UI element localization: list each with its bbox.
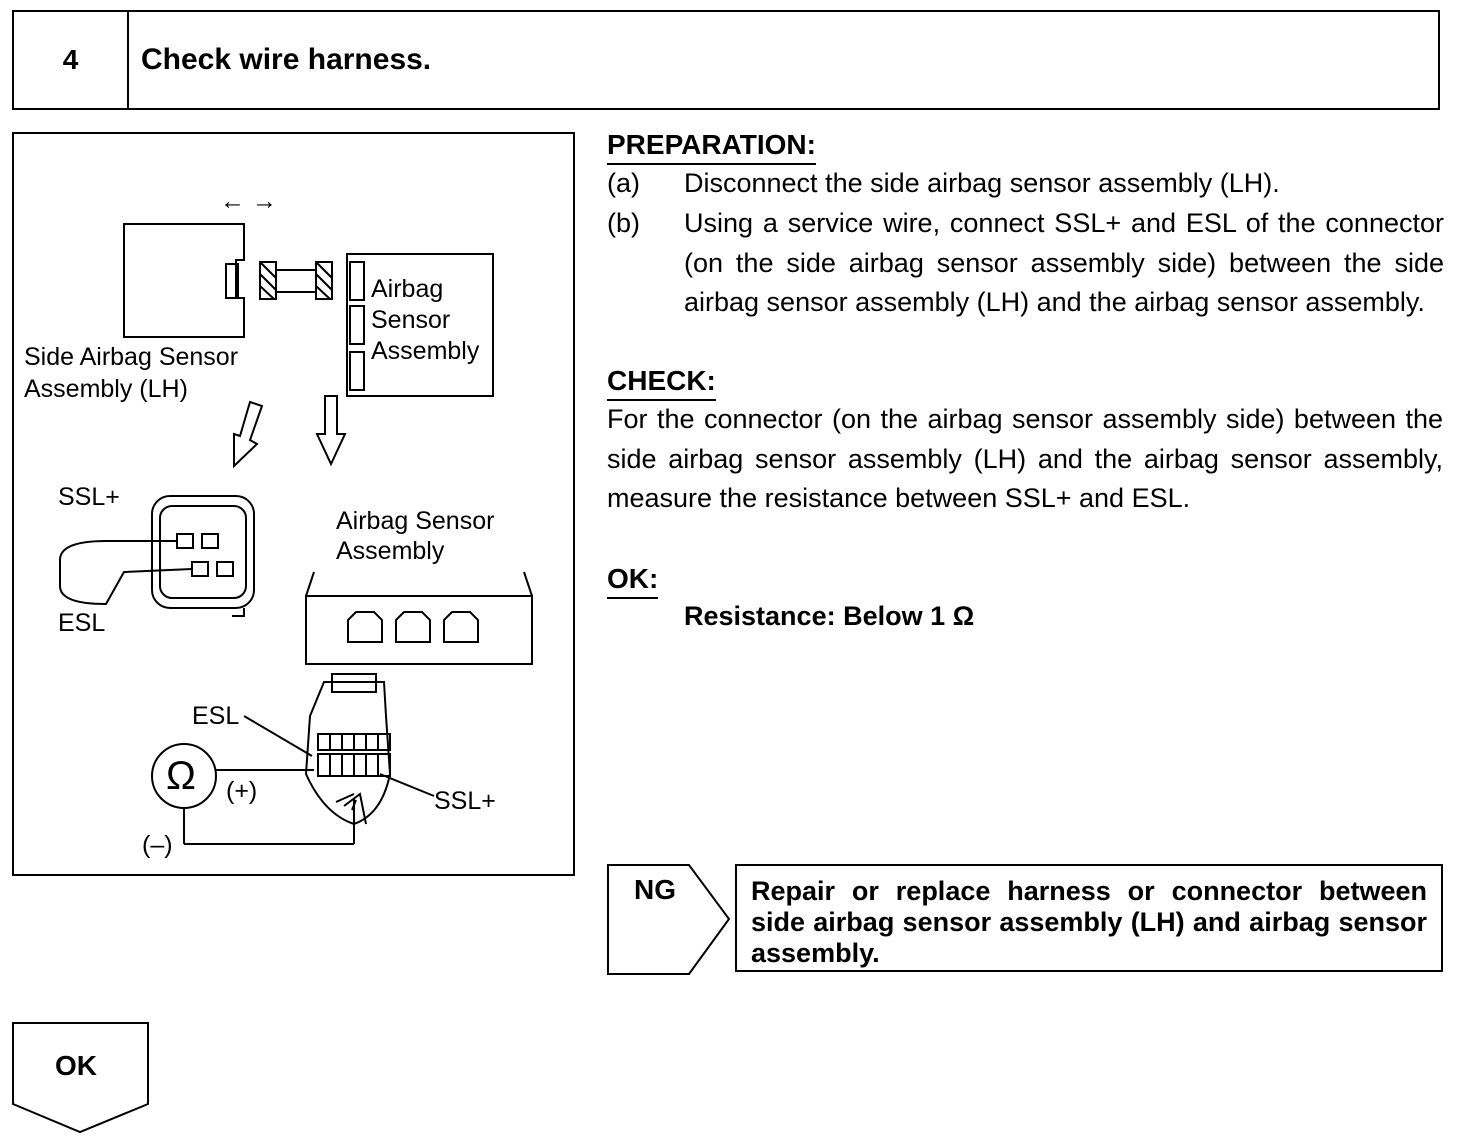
ng-label: NG [634,874,676,905]
esl-label-top: ESL [58,609,106,637]
prep-step-b-letter: (b) [607,208,640,238]
negative-lead-label: (–) [142,831,173,859]
esl-label-bottom: ESL [192,702,240,730]
ng-remedy: Repair or replace harness or connector b… [735,864,1443,972]
side-sensor-label-line2: Assembly (LH) [24,375,188,403]
ok-arrow-shape [12,1022,149,1134]
prep-step-a-letter: (a) [607,168,640,198]
harness-plug-left [259,261,277,300]
sensor-side-connector [151,495,255,609]
step-title: Check wire harness. [141,43,432,76]
airbag-box-label-line2: Sensor [371,306,451,334]
harness-plug-right [315,261,333,300]
ssl-plus-label-bottom: SSL+ [434,787,496,815]
diagram-drawing [59,223,533,845]
ohm-icon: Ω [166,754,196,798]
resistance-spec: Resistance: Below 1 Ω [684,601,975,631]
airbag-sensor-box [346,253,494,397]
down-arrow-left [233,400,264,469]
airbag-sensor-housing [305,595,533,665]
service-wire [59,540,193,606]
airbag-box-label-line3: Assembly [371,337,480,365]
prep-step-a-text: Disconnect the side airbag sensor assemb… [684,168,1280,198]
wiring-diagram: ← → Side Airbag Sensor Assembly (LH) Air… [12,132,575,876]
preparation-heading: PREPARATION: [607,128,816,165]
check-heading: CHECK: [607,364,716,401]
positive-lead-label: (+) [226,777,258,805]
check-text: For the connector (on the airbag sensor … [607,404,1443,513]
airbag-sensor-label-line2: Assembly [336,537,445,565]
ng-arrow-shape [607,864,731,975]
down-arrow-right [315,395,347,467]
prep-step-b-text: Using a service wire, connect SSL+ and E… [684,208,1444,317]
step-header: 4 Check wire harness. [12,10,1440,110]
direction-arrows-label: ← → [220,187,277,215]
ssl-plus-label-top: SSL+ [58,483,120,511]
airbag-box-label-line1: Airbag [371,275,444,303]
ok-heading: OK: [607,562,659,599]
ok-result-label: OK [55,1050,97,1081]
step-number: 4 [14,12,129,108]
side-sensor-connector [225,263,239,299]
airbag-sensor-label-line1: Airbag Sensor [336,507,495,535]
side-sensor-label-line1: Side Airbag Sensor [24,343,239,371]
